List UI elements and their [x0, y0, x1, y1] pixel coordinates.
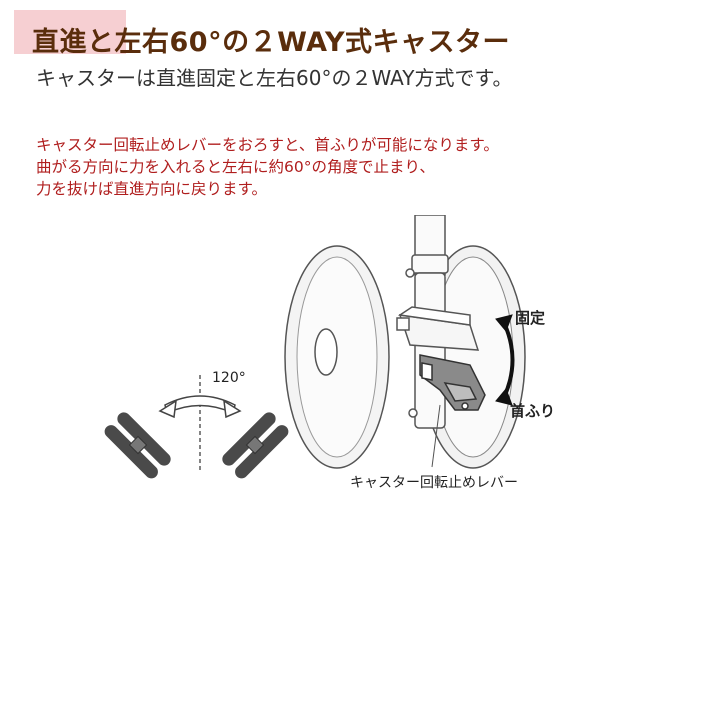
caster-left-top-view [104, 412, 171, 479]
usage-notes: キャスター回転止めレバーをおろすと、首ふりが可能になります。 曲がる方向に力を入… [36, 134, 499, 200]
note-line: キャスター回転止めレバーをおろすと、首ふりが可能になります。 [36, 136, 499, 154]
note-line: 力を抜けば直進方向に戻ります。 [36, 180, 267, 198]
caster-right-top-view [222, 412, 289, 479]
lock-swivel-arrow [495, 314, 515, 406]
front-wheel [284, 245, 390, 469]
fork-bracket [396, 306, 480, 351]
lever [419, 354, 486, 411]
caster-illustration: 120° 固定 首ふり キャスター回転止めレバー [0, 215, 720, 515]
lever-leader-line [431, 404, 441, 468]
rear-wheel [420, 245, 526, 469]
swivel-arrow [158, 395, 242, 419]
lock-label: 固定 [515, 309, 546, 327]
angle-label: 120° [212, 370, 246, 386]
note-line: 曲がる方向に力を入れると左右に約60°の角度で止まり、 [36, 158, 435, 176]
title-accent-box [14, 10, 126, 54]
lever-label: キャスター回転止めレバー [350, 475, 518, 491]
page-title: 直進と左右60°の２WAY式キャスター [32, 27, 511, 58]
caster-drawing [104, 215, 526, 479]
page-subtitle: キャスターは直進固定と左右60°の２WAY方式です。 [36, 66, 513, 90]
swivel-label: 首ふり [510, 402, 556, 420]
